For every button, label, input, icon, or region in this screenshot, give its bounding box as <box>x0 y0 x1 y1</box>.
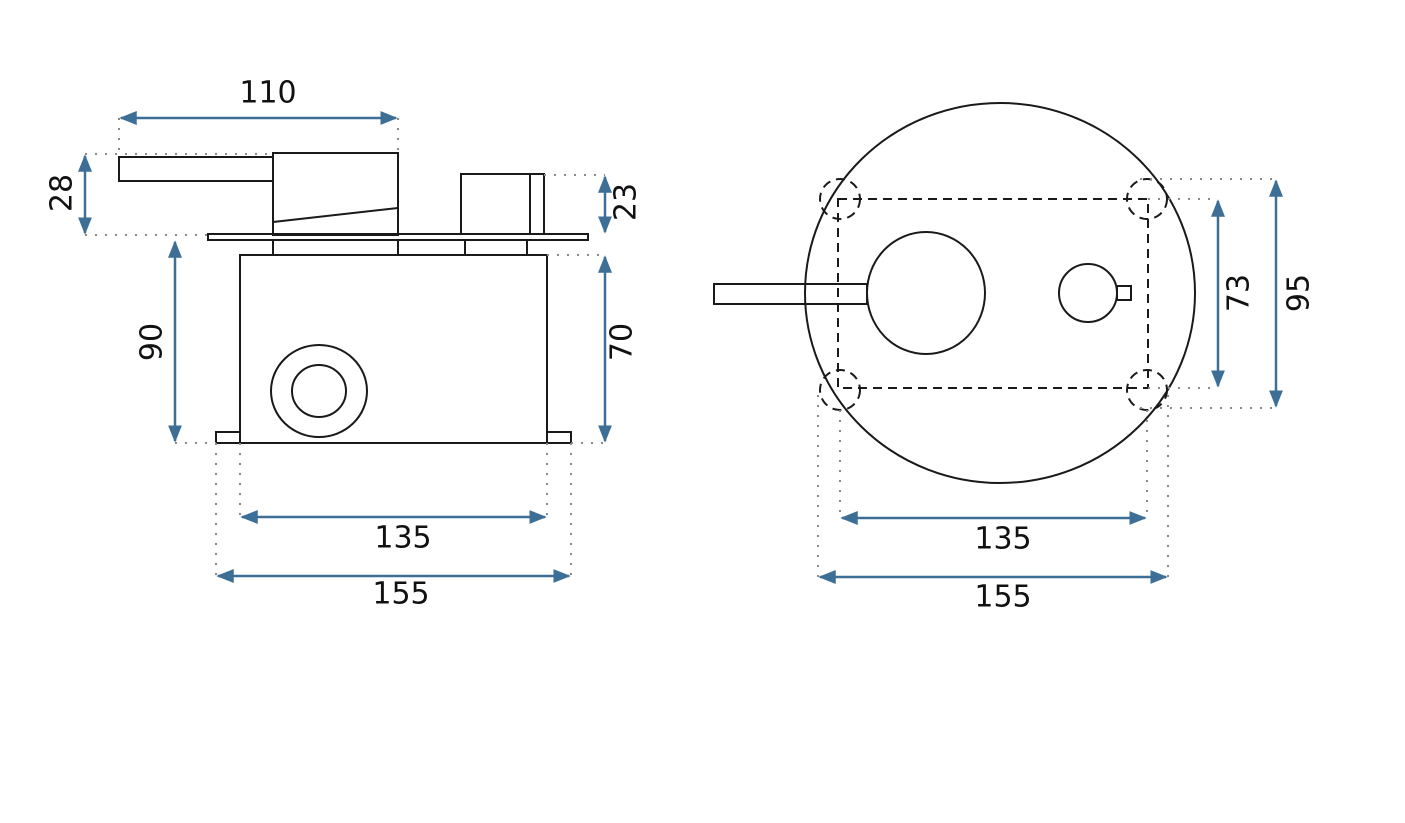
dim-label-knob-height: 23 <box>609 183 644 221</box>
concealed-box <box>239 254 548 444</box>
mounting-foot-right <box>546 431 572 444</box>
hidden-box-outline <box>837 198 1149 389</box>
extension-lines <box>85 118 605 576</box>
dim-label-box-width: 135 <box>374 521 431 556</box>
diverter-knob-tab <box>1116 285 1132 301</box>
side-view: 110 28 23 90 70 135 155 <box>45 76 644 612</box>
dim-label-total-depth: 90 <box>135 323 170 361</box>
extension-lines <box>817 178 1276 577</box>
outlet-port-outer <box>270 344 368 438</box>
mixer-body <box>272 152 399 236</box>
dim-label-flange-width: 155 <box>974 580 1031 615</box>
dim-label-outer-height: 95 <box>1282 274 1317 312</box>
hidden-mounting-holes <box>819 178 1168 411</box>
mounting-foot-left <box>215 431 241 444</box>
diverter-knob-cap <box>529 173 545 235</box>
dim-label-box-depth: 70 <box>605 323 640 361</box>
mixer-knob <box>866 231 986 355</box>
front-view: 73 95 135 155 <box>713 102 1317 615</box>
cover-plate-round <box>804 102 1196 484</box>
body-slant-line <box>272 207 399 223</box>
outlet-port-inner <box>291 364 347 418</box>
dim-label-inner-height: 73 <box>1222 274 1257 312</box>
dim-label-box-width: 135 <box>974 522 1031 557</box>
dim-label-handle-height: 28 <box>45 174 80 212</box>
dim-label-flange-width: 155 <box>372 577 429 612</box>
dim-label-handle-width: 110 <box>239 76 296 111</box>
body-connector <box>272 239 399 256</box>
lever-handle <box>713 283 868 305</box>
diverter-knob <box>460 173 531 235</box>
diverter-knob <box>1058 263 1118 323</box>
knob-connector <box>464 239 528 256</box>
lever-handle <box>118 156 274 182</box>
